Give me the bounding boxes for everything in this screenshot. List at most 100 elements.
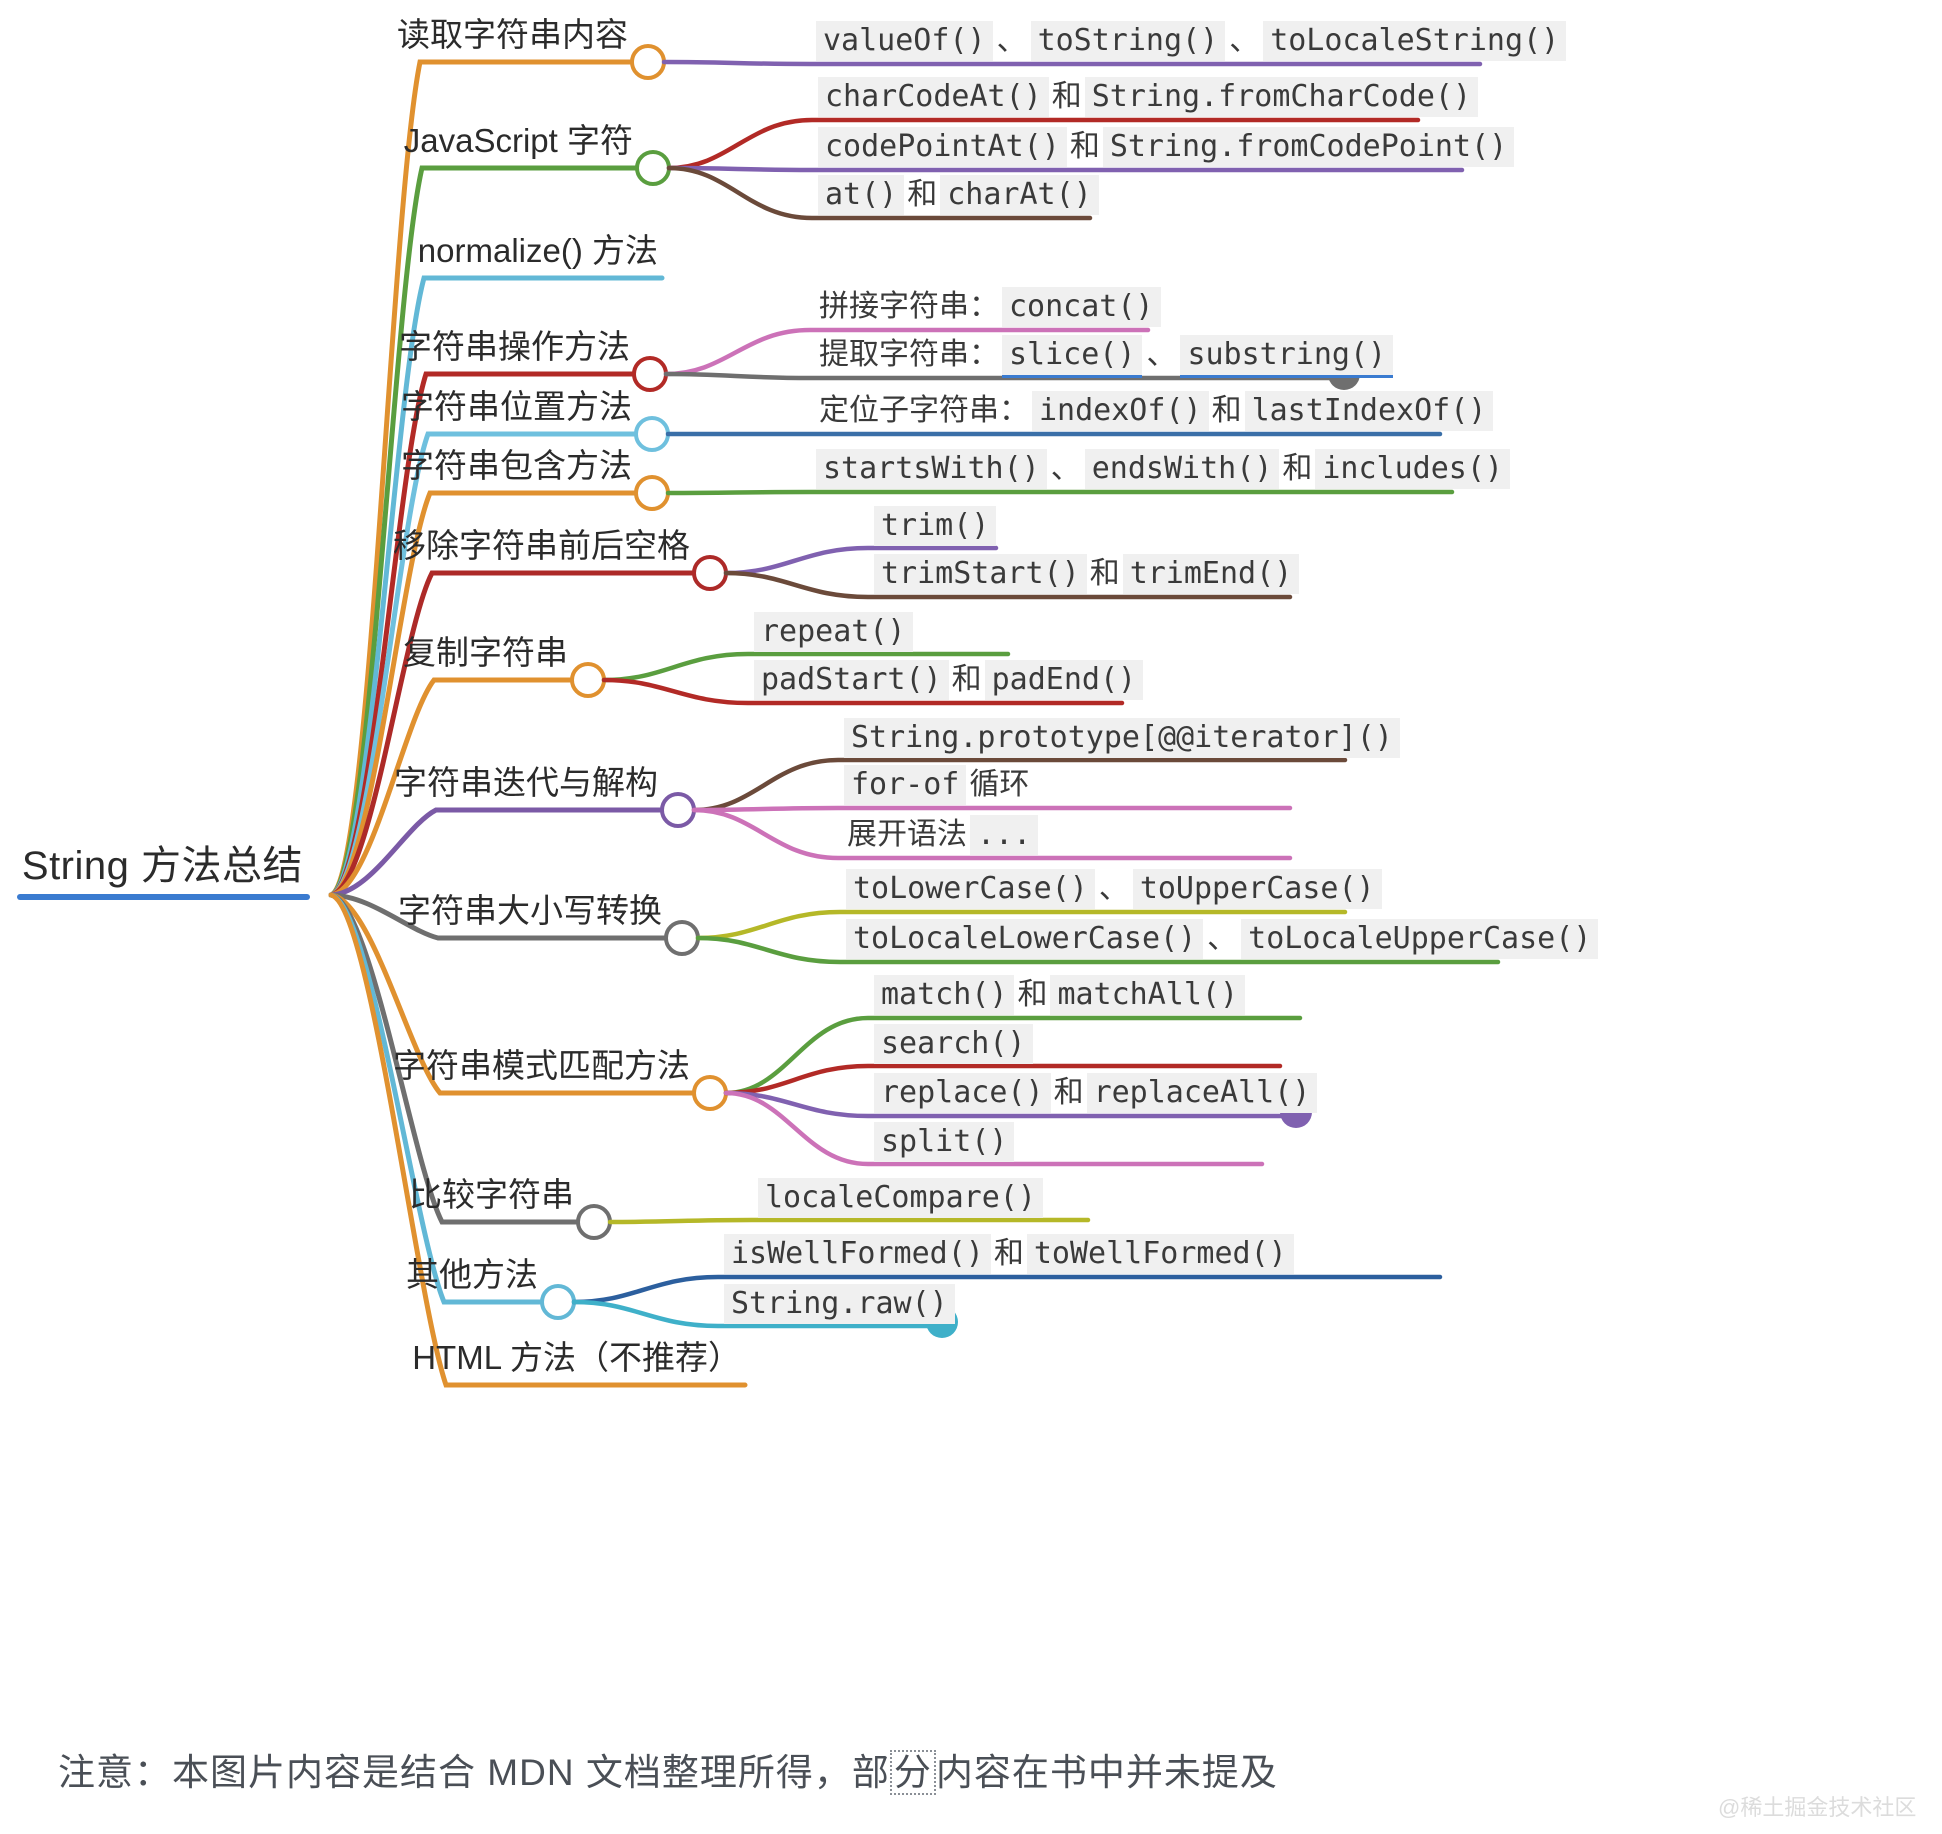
leaf-token-code: toLocaleString() [1263, 21, 1567, 61]
leaf-token-code: String.fromCharCode() [1084, 77, 1479, 117]
connector-path [328, 570, 697, 898]
connector-path [723, 1090, 1265, 1167]
leaf-token-cn: 和 [993, 1237, 1024, 1270]
branch-node-string-operation-methods [632, 356, 668, 392]
connector-path [328, 892, 748, 1388]
connector-path [723, 1063, 1283, 1096]
connector-path [723, 545, 999, 576]
branch-node-other-methods [540, 1284, 576, 1320]
leaf-trim[interactable]: trim() [874, 506, 997, 546]
branch-label-string-contains-methods[interactable]: 字符串包含方法 [401, 447, 632, 484]
leaf-token-code: codePointAt() [818, 127, 1067, 167]
branch-node-javascript-characters [635, 150, 671, 186]
leaf-token-cn: 循环 [969, 768, 1030, 801]
branch-label-other-methods[interactable]: 其他方法 [406, 1256, 538, 1293]
connector-path [723, 1015, 1303, 1096]
connector-path [328, 892, 669, 941]
leaf-token-code: lastIndexOf() [1244, 391, 1494, 431]
leaf-token-code: concat() [1002, 287, 1161, 327]
leaf-token-code: at() [818, 175, 905, 215]
branch-label-string-iteration-destructuring[interactable]: 字符串迭代与解构 [394, 764, 658, 801]
leaf-token-cn: 和 [907, 178, 938, 211]
leaf-token-cn: 和 [1053, 1076, 1084, 1109]
leaf-string-prototype-iterator[interactable]: String.prototype[@@iterator]() [844, 718, 1400, 758]
leaf-token-code: toLowerCase() [846, 869, 1095, 909]
branch-node-string-position-methods [634, 416, 670, 452]
branch-label-html-methods[interactable]: HTML 方法（不推荐） [412, 1339, 741, 1376]
footer-note-before: 注意：本图片内容是结合 MDN 文档整理所得，部 [58, 1752, 890, 1793]
leaf-token-code: for-of [844, 765, 967, 805]
branch-label-compare-string[interactable]: 比较字符串 [409, 1176, 574, 1213]
branch-label-case-conversion[interactable]: 字符串大小写转换 [398, 892, 662, 929]
footer-note-boxed: 分 [889, 1750, 936, 1795]
leaf-token-code: indexOf() [1032, 391, 1209, 431]
leaf-token-code: split() [874, 1122, 1015, 1162]
leaf-token-cn: 和 [1051, 80, 1082, 113]
branch-label-trim-whitespace[interactable]: 移除字符串前后空格 [393, 527, 690, 564]
leaf-token-code: toLocaleUpperCase() [1241, 919, 1599, 959]
connector-path [691, 757, 1348, 813]
leaf-token-cn: 定位子字符串： [819, 394, 1029, 427]
branch-node-trim-whitespace [692, 555, 728, 591]
leaf-token-code: isWellFormed() [724, 1234, 991, 1274]
leaf-token-cn: 和 [1211, 394, 1242, 427]
footer-note: 注意：本图片内容是结合 MDN 文档整理所得，部分内容在书中并未提及 [58, 1742, 1278, 1796]
connector-path [691, 807, 1293, 861]
connector-path [571, 1274, 1443, 1305]
branch-label-string-operation-methods[interactable]: 字符串操作方法 [399, 328, 630, 365]
leaf-string-raw[interactable]: String.raw() [724, 1284, 955, 1324]
leaf-search[interactable]: search() [874, 1024, 1033, 1064]
branch-label-copy-string[interactable]: 复制字符串 [403, 634, 568, 671]
leaf-slice-substring[interactable]: 提取字符串：slice()、substring() [816, 329, 1394, 378]
branch-label-read-string-content[interactable]: 读取字符串内容 [397, 16, 628, 53]
leaf-token-sep: 、 [1050, 452, 1081, 485]
leaf-split[interactable]: split() [874, 1122, 1015, 1162]
connector-path [601, 677, 1125, 706]
leaf-token-sep: 、 [1229, 24, 1260, 57]
branch-label-normalize-method[interactable]: normalize() 方法 [417, 232, 658, 269]
leaf-token-code: toWellFormed() [1026, 1234, 1294, 1274]
connector-path [695, 909, 1348, 941]
leaf-spread-syntax[interactable]: 展开语法... [844, 809, 1039, 855]
branch-label-pattern-matching[interactable]: 字符串模式匹配方法 [393, 1047, 690, 1084]
connector-path [665, 489, 1455, 496]
leaf-token-code: toString() [1030, 21, 1226, 61]
branch-node-compare-string [576, 1204, 612, 1240]
leaf-valueof-tostring-tolocalestring[interactable]: valueOf()、toString()、toLocaleString() [816, 15, 1567, 61]
connector-path [328, 807, 665, 898]
connector-path [328, 892, 545, 1305]
branch-node-case-conversion [664, 920, 700, 956]
connector-path [328, 677, 575, 898]
leaf-token-code: String.raw() [724, 1284, 955, 1324]
leaf-repeat[interactable]: repeat() [754, 612, 913, 652]
leaf-token-cn: 拼接字符串： [819, 290, 999, 323]
leaf-token-code: matchAll() [1050, 975, 1246, 1015]
branch-label-string-position-methods[interactable]: 字符串位置方法 [401, 388, 632, 425]
root-label: String 方法总结 [21, 844, 303, 888]
branch-label-javascript-characters[interactable]: JavaScript 字符 [403, 122, 633, 159]
leaf-tolowercase-touppercase[interactable]: toLowerCase()、toUpperCase() [846, 863, 1382, 909]
leaf-token-cn: 提取字符串： [819, 338, 999, 371]
leaf-token-cn: 和 [951, 663, 982, 696]
leaf-tolocalelowercase-tolocaleuppercase[interactable]: toLocaleLowerCase()、toLocaleUpperCase() [846, 913, 1599, 959]
leaf-token-link: slice() [1002, 335, 1143, 378]
leaf-token-link: substring() [1180, 335, 1394, 378]
leaf-token-code: trim() [874, 506, 997, 546]
leaf-localecompare[interactable]: localeCompare() [758, 1178, 1043, 1218]
leaf-token-code: repeat() [754, 612, 913, 652]
leaf-concat[interactable]: 拼接字符串：concat() [816, 281, 1161, 327]
leaf-token-code: toLocaleLowerCase() [846, 919, 1204, 959]
leaf-token-code: valueOf() [816, 21, 993, 61]
